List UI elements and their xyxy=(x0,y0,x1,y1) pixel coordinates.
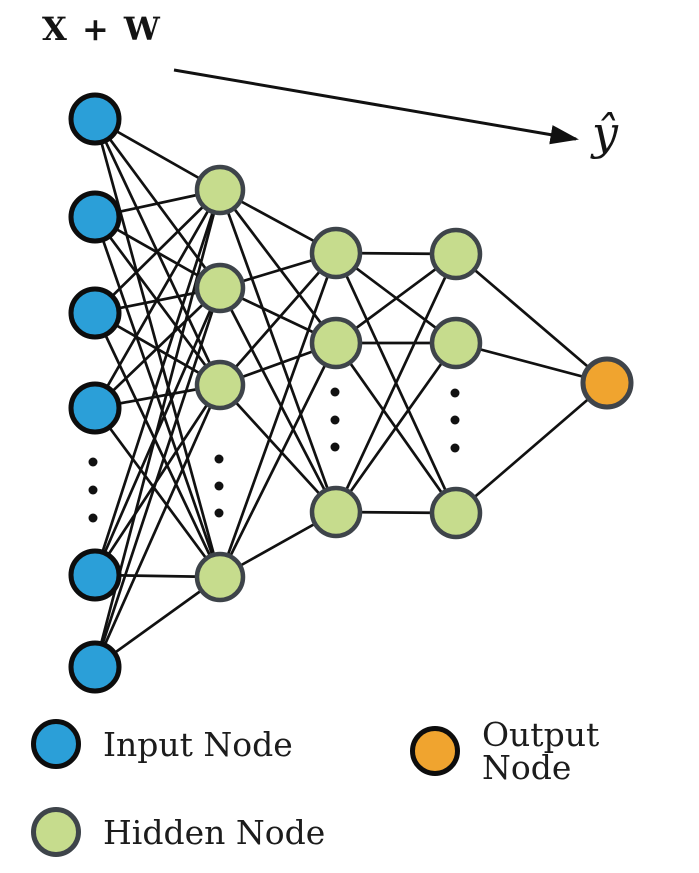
legend-label-hidden: Hidden Node xyxy=(103,812,326,852)
edge-line xyxy=(218,189,338,344)
edge-line xyxy=(93,312,222,578)
legend-label-output: Output Node xyxy=(482,715,600,787)
output-node xyxy=(580,356,634,410)
hidden-node xyxy=(309,485,363,539)
hidden-node xyxy=(194,551,246,603)
hidden-node xyxy=(429,227,483,281)
input-node xyxy=(68,190,122,244)
ellipsis-dot xyxy=(330,442,340,452)
hidden-node xyxy=(309,316,363,370)
input-node xyxy=(68,548,122,602)
edge-line xyxy=(455,381,608,515)
hidden-node xyxy=(429,486,483,540)
ellipsis-dot xyxy=(330,415,340,425)
edge-line xyxy=(94,189,221,314)
ellipsis-dot xyxy=(88,457,98,467)
ellipsis-dot xyxy=(330,387,340,397)
prediction-label: ŷ xyxy=(592,106,618,160)
edge-line xyxy=(219,384,337,513)
edge-line xyxy=(93,287,222,668)
edge-line xyxy=(455,252,608,385)
edge-line xyxy=(218,252,338,578)
hidden-node xyxy=(429,316,483,370)
hidden-node xyxy=(194,262,246,314)
edge-line xyxy=(218,342,338,578)
hidden-node xyxy=(194,359,246,411)
ellipsis-dot xyxy=(450,443,460,453)
edge-line xyxy=(94,287,221,409)
edge-line xyxy=(93,189,222,576)
ellipsis-dot xyxy=(214,508,224,518)
ellipsis-dot xyxy=(88,513,98,523)
input-node xyxy=(68,640,122,694)
edge-line xyxy=(218,252,338,386)
hidden-node xyxy=(194,164,246,216)
input-node xyxy=(68,286,122,340)
legend-label-input: Input Node xyxy=(103,724,293,764)
edge-line xyxy=(93,189,222,409)
ellipsis-dot xyxy=(450,388,460,398)
edge-line xyxy=(334,253,458,513)
input-node xyxy=(68,381,122,435)
input-node xyxy=(68,92,122,146)
prediction-arrow xyxy=(173,68,579,145)
ellipsis-dot xyxy=(88,485,98,495)
ellipsis-dot xyxy=(450,415,460,425)
hidden-node-swatch xyxy=(31,807,81,857)
edge-line xyxy=(218,287,338,513)
ellipsis-dot xyxy=(214,481,224,491)
edge-line xyxy=(218,189,338,513)
input-node-swatch xyxy=(31,719,81,769)
edge-line xyxy=(93,407,222,578)
legend-item-input: Input Node xyxy=(31,719,293,769)
legend-item-output: Output Node xyxy=(410,718,699,784)
hidden-node xyxy=(309,226,363,280)
ellipsis-dot xyxy=(214,454,224,464)
edge-line xyxy=(93,384,222,668)
output-node-swatch xyxy=(410,726,460,776)
edge-line xyxy=(334,342,458,513)
legend-item-hidden: Hidden Node xyxy=(31,807,325,857)
input-weights-label: X + W xyxy=(42,10,162,48)
